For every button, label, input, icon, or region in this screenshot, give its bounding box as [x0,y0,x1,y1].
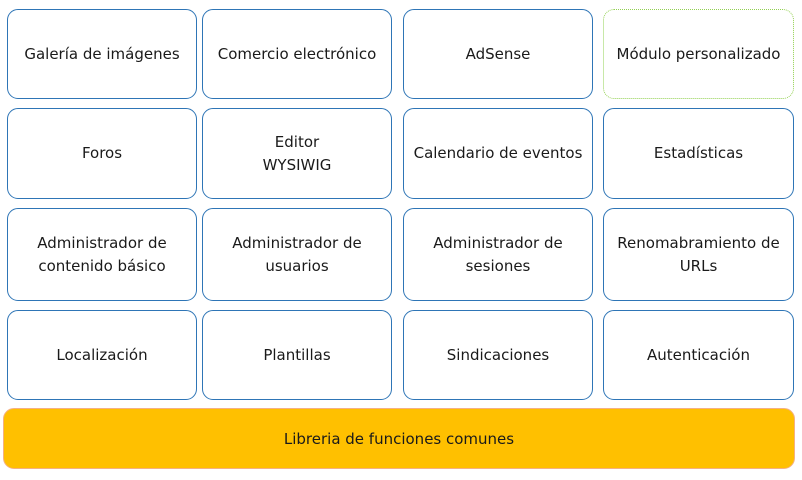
module-calendario-eventos: Calendario de eventos [403,108,593,199]
module-plantillas: Plantillas [202,310,392,400]
module-sindicaciones: Sindicaciones [403,310,593,400]
module-personalizado: Módulo personalizado [603,9,794,99]
module-galeria-imagenes: Galería de imágenes [7,9,197,99]
module-autenticacion: Autenticación [603,310,794,400]
module-editor-wysiwig: Editor WYSIWIG [202,108,392,199]
module-comercio-electronico: Comercio electrónico [202,9,392,99]
module-renombramiento-urls: Renomabramiento de URLs [603,208,794,301]
module-foros: Foros [7,108,197,199]
module-estadisticas: Estadísticas [603,108,794,199]
base-library-layer: Libreria de funciones comunes [3,408,795,469]
module-adsense: AdSense [403,9,593,99]
module-admin-usuarios: Administrador de usuarios [202,208,392,301]
module-localizacion: Localización [7,310,197,400]
module-admin-contenido: Administrador de contenido básico [7,208,197,301]
module-admin-sesiones: Administrador de sesiones [403,208,593,301]
